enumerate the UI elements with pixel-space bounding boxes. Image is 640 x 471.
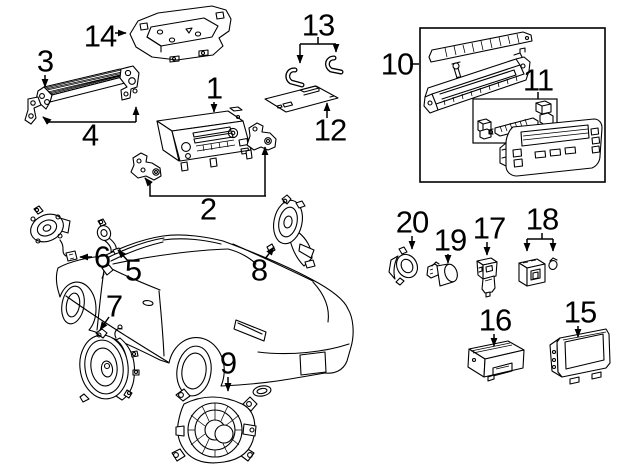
part-19-cylinder-sensor-icon <box>426 261 458 287</box>
part-11-switch-subassembly-icon <box>472 98 558 144</box>
callout-label-18: 18 <box>525 201 559 237</box>
part-12-antenna-plate-icon <box>264 85 339 113</box>
callout-label-1: 1 <box>205 70 223 106</box>
part-6-front-speaker-icon <box>30 205 78 262</box>
callout-label-11: 11 <box>522 62 554 98</box>
part-9-subwoofer-icon <box>171 388 258 464</box>
callout-label-10: 10 <box>380 46 414 82</box>
part-10-assembly-box <box>410 27 606 183</box>
climate-faceplate-icon <box>499 118 603 177</box>
part-20-tweeter-icon <box>388 246 419 286</box>
part-18-sensor-icon <box>518 257 558 287</box>
callout-label-7: 7 <box>105 288 123 324</box>
part-14-mounting-tray-icon <box>129 5 232 63</box>
part-7-door-woofer-icon <box>79 324 140 403</box>
part-16-control-module-icon <box>467 340 525 382</box>
callout-label-12: 12 <box>313 112 347 148</box>
part-8-rear-speaker-icon <box>266 194 316 269</box>
part-17-switch-icon <box>476 257 498 298</box>
callout-label-2: 2 <box>199 191 217 227</box>
part-1-radio-receiver-icon <box>156 106 253 172</box>
callout-label-16: 16 <box>478 302 512 338</box>
callout-label-9: 9 <box>219 345 237 381</box>
part-4-brackets-icon <box>24 65 140 125</box>
callout-label-6: 6 <box>93 239 111 275</box>
callout-label-5: 5 <box>124 252 142 288</box>
callout-label-14: 14 <box>83 18 117 54</box>
callout-arrows <box>41 29 582 392</box>
callout-label-13: 13 <box>301 7 335 43</box>
part-13-retainer-clips-icon <box>285 55 344 88</box>
callout-label-8: 8 <box>250 252 268 288</box>
callout-label-15: 15 <box>563 294 597 330</box>
callout-label-3: 3 <box>36 43 54 79</box>
callout-label-4: 4 <box>81 117 99 153</box>
callout-label-19: 19 <box>433 222 467 258</box>
part-2-radio-brackets-icon <box>130 122 277 181</box>
callout-label-20: 20 <box>395 204 429 240</box>
vehicle-outline-icon <box>55 234 354 397</box>
part-15-display-unit-icon <box>549 328 611 385</box>
callout-label-17: 17 <box>472 210 506 246</box>
